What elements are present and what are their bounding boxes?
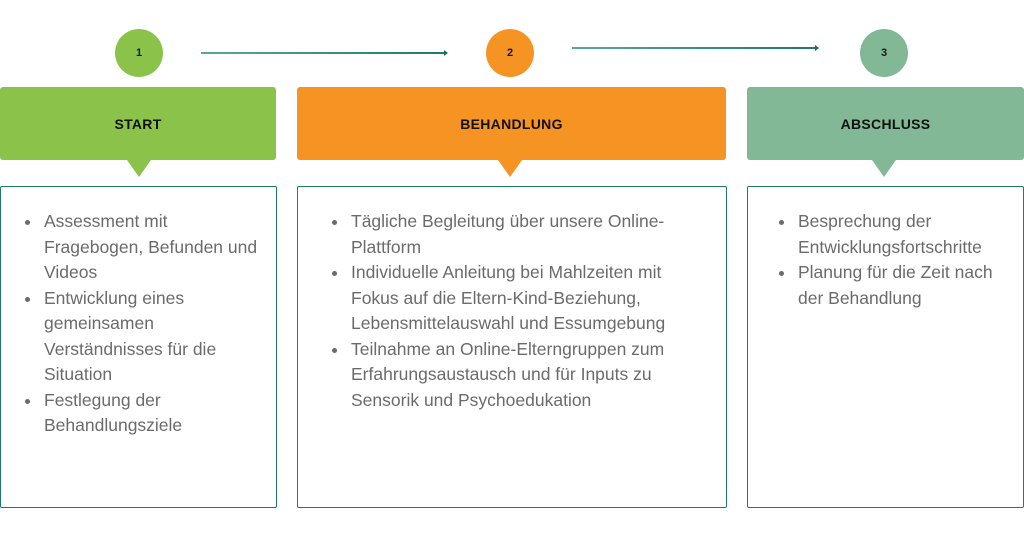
start-pointer-icon (127, 160, 151, 177)
start-list: Assessment mit Fragebogen, Befunden und … (25, 209, 264, 439)
step-2-number: 2 (506, 47, 514, 59)
list-item: Planung für die Zeit nach der Behandlung (779, 260, 1020, 311)
start-header: START (0, 87, 276, 160)
step-1-number: 1 (135, 47, 143, 59)
start-title: START (114, 115, 162, 132)
abschluss-title: ABSCHLUSS (840, 115, 931, 132)
step-2-circle: 2 (486, 29, 534, 77)
abschluss-header: ABSCHLUSS (747, 87, 1024, 160)
list-item: Teilnahme an Online-Elterngruppen zum Er… (332, 337, 701, 414)
abschluss-pointer-icon (872, 160, 896, 177)
list-item: Entwicklung eines gemeinsamen Verständni… (25, 286, 264, 388)
list-item: Assessment mit Fragebogen, Befunden und … (25, 209, 264, 286)
start-content-box: Assessment mit Fragebogen, Befunden und … (0, 186, 277, 508)
abschluss-list: Besprechung der Entwicklungsfortschritte… (779, 209, 1020, 311)
arrow-2-to-3-icon (572, 45, 819, 51)
behandlung-pointer-icon (498, 160, 522, 177)
list-item: Festlegung der Behandlungsziele (25, 388, 264, 439)
behandlung-list: Tägliche Begleitung über unsere Online-P… (332, 209, 701, 414)
list-item: Besprechung der Entwicklungsfortschritte (779, 209, 1020, 260)
abschluss-content-box: Besprechung der Entwicklungsfortschritte… (747, 186, 1024, 508)
behandlung-title: BEHANDLUNG (460, 115, 563, 132)
step-1-circle: 1 (115, 29, 163, 77)
arrow-1-to-2-icon (201, 50, 448, 56)
list-item: Tägliche Begleitung über unsere Online-P… (332, 209, 701, 260)
step-3-number: 3 (880, 47, 888, 59)
behandlung-header: BEHANDLUNG (297, 87, 726, 160)
behandlung-content-box: Tägliche Begleitung über unsere Online-P… (297, 186, 727, 508)
step-3-circle: 3 (860, 29, 908, 77)
list-item: Individuelle Anleitung bei Mahlzeiten mi… (332, 260, 701, 337)
